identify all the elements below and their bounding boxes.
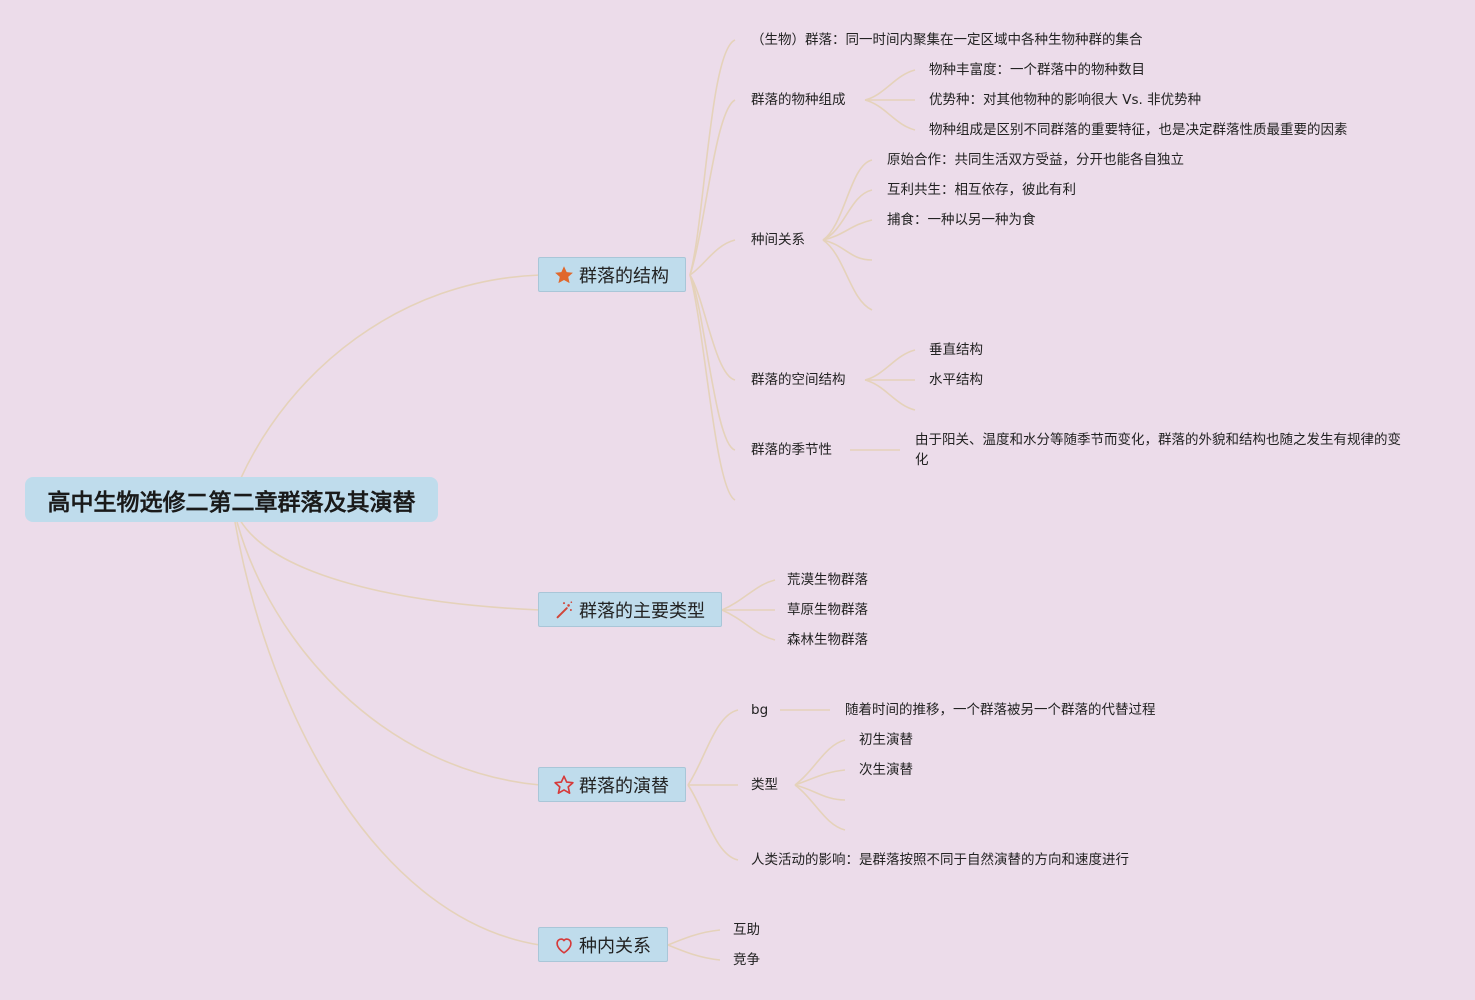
species-composition-item[interactable]: 物种丰富度：一个群落中的物种数目 bbox=[929, 62, 1145, 78]
species-composition-item[interactable]: 物种组成是区别不同群落的重要特征，也是决定群落性质最重要的因素 bbox=[929, 122, 1348, 138]
branch-types-3 bbox=[721, 609, 776, 641]
branch-interspecific-5 bbox=[822, 239, 873, 311]
interspecific-node[interactable]: 种间关系 bbox=[751, 232, 805, 248]
intraspecific-item[interactable]: 互助 bbox=[733, 922, 760, 938]
interspecific-item[interactable]: 互利共生：相互依存，彼此有利 bbox=[887, 182, 1076, 198]
succession-types-node[interactable]: 类型 bbox=[751, 777, 778, 793]
succession-type-item[interactable]: 初生演替 bbox=[859, 732, 913, 748]
human-impact-node[interactable]: 人类活动的影响：是群落按照不同于自然演替的方向和速度进行 bbox=[751, 852, 1129, 868]
succession-bg-node[interactable]: bg bbox=[751, 702, 769, 718]
branch-spatial-3 bbox=[864, 379, 916, 411]
branch-types-empty-1 bbox=[794, 784, 846, 801]
community-type-item[interactable]: 荒漠生物群落 bbox=[787, 572, 868, 588]
branch-intraspecific-2 bbox=[667, 944, 721, 961]
definition-node[interactable]: （生物）群落：同一时间内聚集在一定区域中各种生物种群的集合 bbox=[751, 32, 1143, 48]
branch-structure-seasonal bbox=[689, 274, 736, 451]
branch-interspecific-1 bbox=[822, 159, 873, 241]
branch-composition-1 bbox=[864, 69, 916, 101]
branch-composition-3 bbox=[864, 99, 916, 131]
seasonal-node[interactable]: 群落的季节性 bbox=[751, 442, 832, 458]
species-composition-item[interactable]: 优势种：对其他物种的影响很大 Vs. 非优势种 bbox=[929, 92, 1202, 108]
branch-root-succession bbox=[236, 521, 541, 786]
magic-wand-icon bbox=[553, 599, 575, 621]
branch-spatial-1 bbox=[864, 349, 916, 381]
interspecific-item[interactable]: 捕食：一种以另一种为食 bbox=[887, 212, 1036, 228]
branch-root-types bbox=[239, 519, 541, 611]
topic-community-structure[interactable]: 群落的结构 bbox=[538, 257, 686, 292]
branch-types-secondary bbox=[794, 769, 846, 786]
interspecific-item[interactable]: 原始合作：共同生活双方受益，分开也能各自独立 bbox=[887, 152, 1184, 168]
branch-root-intraspecific bbox=[234, 521, 541, 946]
topic-succession[interactable]: 群落的演替 bbox=[538, 767, 686, 802]
branch-structure-definition bbox=[689, 39, 736, 276]
topic-title: 种内关系 bbox=[579, 935, 651, 957]
topic-community-types[interactable]: 群落的主要类型 bbox=[538, 592, 722, 627]
community-type-item[interactable]: 草原生物群落 bbox=[787, 602, 868, 618]
branch-types-primary bbox=[794, 739, 846, 786]
community-type-item[interactable]: 森林生物群落 bbox=[787, 632, 868, 648]
branch-root-structure bbox=[239, 274, 541, 481]
branch-interspecific-3 bbox=[822, 219, 873, 241]
topic-title: 群落的主要类型 bbox=[579, 600, 705, 622]
red-star-outline-icon bbox=[553, 774, 575, 796]
succession-type-item[interactable]: 次生演替 bbox=[859, 762, 913, 778]
orange-star-icon bbox=[553, 264, 575, 286]
spatial-structure-item[interactable]: 水平结构 bbox=[929, 372, 983, 388]
spatial-structure-item[interactable]: 垂直结构 bbox=[929, 342, 983, 358]
root-title: 高中生物选修二第二章群落及其演替 bbox=[47, 489, 416, 516]
branch-succession-human bbox=[687, 784, 739, 861]
species-composition-node[interactable]: 群落的物种组成 bbox=[751, 92, 846, 108]
topic-intraspecific[interactable]: 种内关系 bbox=[538, 927, 668, 962]
branch-succession-bg bbox=[687, 709, 739, 786]
branch-intraspecific-1 bbox=[667, 929, 721, 946]
branch-types-empty-2 bbox=[794, 784, 846, 831]
topic-title: 群落的结构 bbox=[579, 265, 669, 287]
spatial-structure-node[interactable]: 群落的空间结构 bbox=[751, 372, 846, 388]
heart-icon bbox=[553, 934, 575, 956]
topic-title: 群落的演替 bbox=[579, 775, 669, 797]
branch-structure-composition bbox=[689, 99, 736, 276]
succession-bg-text[interactable]: 随着时间的推移，一个群落被另一个群落的代替过程 bbox=[845, 702, 1156, 718]
branch-interspecific-4 bbox=[822, 239, 873, 261]
branch-types-1 bbox=[721, 579, 776, 611]
branch-structure-spatial bbox=[689, 274, 736, 381]
branch-structure-empty bbox=[689, 274, 736, 501]
branch-interspecific-2 bbox=[822, 189, 873, 241]
intraspecific-item[interactable]: 竞争 bbox=[733, 952, 760, 968]
seasonal-text[interactable]: 由于阳关、温度和水分等随季节而变化，群落的外貌和结构也随之发生有规律的变化 bbox=[915, 432, 1401, 468]
branch-structure-interspecific bbox=[689, 239, 736, 276]
root-topic[interactable]: 高中生物选修二第二章群落及其演替 bbox=[25, 477, 438, 522]
